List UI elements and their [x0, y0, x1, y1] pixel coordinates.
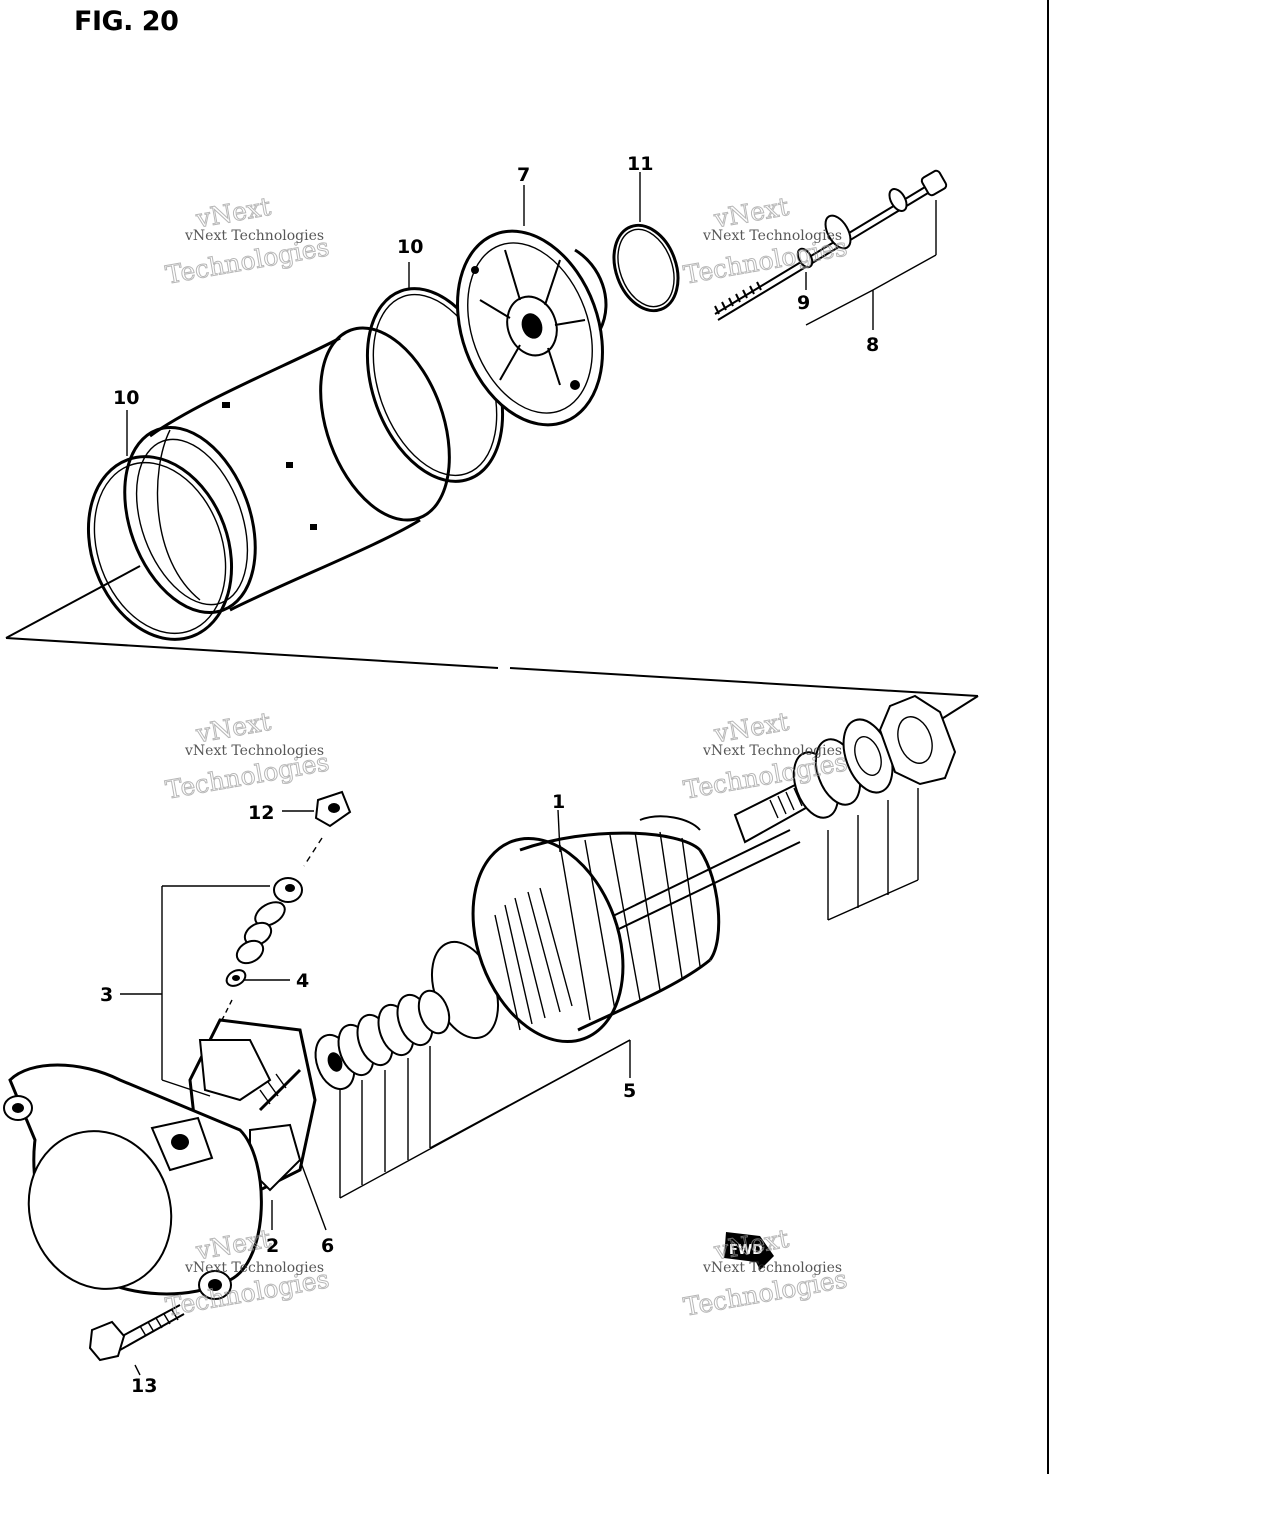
thrust-washers-left [314, 989, 631, 1199]
figure-title: FIG. 20 [74, 6, 179, 37]
callout-labels: 1 2 3 4 5 6 7 8 9 10 10 11 12 13 [100, 153, 879, 1397]
callout-part-5: 5 [623, 1080, 636, 1102]
fwd-label: FWD [729, 1243, 763, 1258]
svg-text:vNext Technologies: vNext Technologies [702, 228, 842, 244]
mounting-bolt [88, 1304, 185, 1362]
explode-guide-lines [5, 565, 979, 721]
svg-text:vNext Technologies: vNext Technologies [184, 743, 324, 759]
svg-text:vNext Technologies: vNext Technologies [184, 1260, 324, 1276]
leader-lines [120, 172, 937, 1376]
svg-text:vNext Technologies: vNext Technologies [184, 228, 324, 244]
thrust-washers-right [792, 694, 957, 921]
front-housing [3, 1063, 263, 1300]
callout-part-12: 12 [248, 802, 274, 824]
watermark: vNext vNext Technologies Technologies [681, 191, 850, 290]
callout-part-13: 13 [131, 1375, 157, 1397]
callout-part-1: 1 [552, 791, 565, 813]
watermark: vNext vNext Technologies Technologies [163, 191, 332, 290]
callout-part-7: 7 [517, 164, 530, 186]
o-ring [612, 223, 680, 313]
callout-part-8: 8 [866, 334, 879, 356]
through-bolt [714, 169, 948, 321]
callout-part-3: 3 [100, 984, 113, 1006]
yoke-housing [123, 326, 451, 615]
callout-part-6: 6 [321, 1235, 334, 1257]
callout-part-4: 4 [296, 970, 309, 992]
callout-part-9: 9 [797, 292, 810, 314]
armature [431, 778, 822, 1044]
gasket-ring-front [86, 455, 234, 641]
watermark: vNext vNext Technologies Technologies [163, 706, 332, 805]
watermark: vNext vNext Technologies Technologies [681, 1223, 850, 1322]
rear-end-cover [456, 229, 608, 427]
svg-text:vNext Technologies: vNext Technologies [702, 743, 842, 759]
page-divider-line [1047, 0, 1049, 1474]
callout-part-10-rear: 10 [397, 236, 423, 258]
callout-part-11: 11 [627, 153, 653, 175]
fwd-arrow-mark: FWD [724, 1232, 774, 1270]
svg-text:vNext Technologies: vNext Technologies [702, 1260, 842, 1276]
callout-part-2: 2 [266, 1235, 279, 1257]
terminal-parts [221, 790, 352, 1021]
callout-part-10-front: 10 [113, 387, 139, 409]
